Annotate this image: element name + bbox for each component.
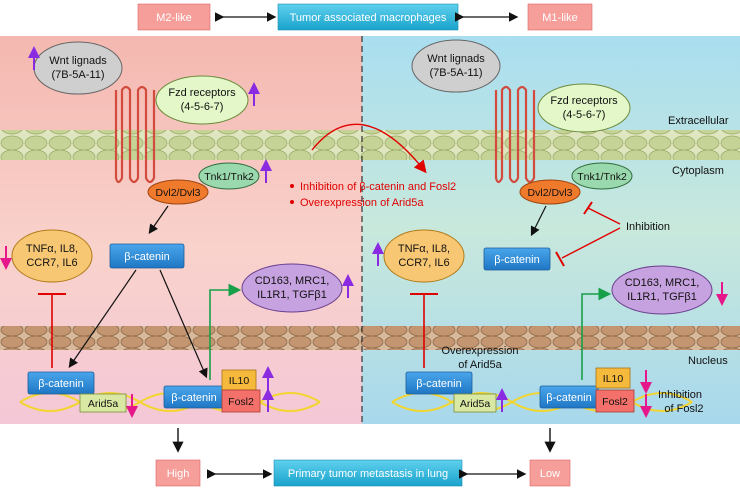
- inhibit-line-catenin: [561, 227, 621, 259]
- fzd-receptors-right: [537, 83, 631, 133]
- m1-like-box: [527, 3, 593, 31]
- beta-catenin-right-label: β-catenin: [494, 254, 539, 266]
- tnk-left: [198, 162, 260, 190]
- cd-right-line1: CD163, MRC1,: [625, 277, 700, 289]
- bullet-dot: [290, 184, 294, 188]
- fzd-receptors-left: [155, 75, 249, 125]
- il10-right: [595, 367, 631, 389]
- beta-catenin-left-nucleus-2-label: β-catenin: [171, 392, 216, 404]
- catenin-to-nucleus-left-arrow: [68, 269, 137, 368]
- center-note-1: Inhibition of β-catenin and Fosl2: [300, 181, 456, 193]
- arid5a-left-label: Arid5a: [88, 398, 119, 410]
- dvl-left-label: Dvl2/Dvl3: [156, 187, 201, 199]
- arid5a-left: [79, 393, 127, 413]
- bullet-dot: [290, 200, 294, 204]
- tnk-right: [571, 162, 633, 190]
- dvl-right: [519, 179, 581, 205]
- il10-right-label: IL10: [603, 373, 624, 385]
- fzd-right-line1: Fzd receptors: [550, 95, 618, 107]
- inhibition-fosl2-line1: Inhibition: [658, 389, 702, 401]
- tnf-left-line1: TNFα, IL8,: [26, 243, 78, 255]
- low-label: Low: [540, 468, 560, 480]
- center-note-2: Overexpression of Arid5a: [300, 197, 424, 209]
- cd-left-line2: IL1R1, TGFβ1: [257, 289, 327, 301]
- tam-box: [277, 3, 459, 31]
- inhibit-line-dvl: [587, 207, 621, 225]
- cd163-oval-left: [241, 263, 343, 313]
- fosl2-left-label: Fosl2: [228, 396, 254, 408]
- activation-arrow-right: [581, 287, 612, 380]
- tnf-right-line2: CCR7, IL6: [398, 257, 449, 269]
- tnk-right-label: Tnk1/Tnk2: [577, 171, 627, 183]
- catenin-to-nucleus-right-arrow: [159, 269, 208, 379]
- beta-catenin-right-nucleus-1-label: β-catenin: [416, 378, 461, 390]
- tnf-oval-right: [383, 229, 465, 283]
- arid5a-right-label: Arid5a: [460, 398, 491, 410]
- cd-right-line2: IL1R1, TGFβ1: [627, 291, 697, 303]
- center-transition-arrow: [311, 123, 427, 174]
- fosl2-left: [221, 389, 261, 413]
- high-box: [155, 459, 201, 487]
- fzd-receptor-left: [114, 85, 156, 184]
- il10-left-label: IL10: [229, 375, 250, 387]
- dvl-to-catenin-arrow-right: [530, 205, 547, 237]
- tnf-right-line1: TNFα, IL8,: [398, 243, 450, 255]
- tnf-left-line2: CCR7, IL6: [26, 257, 77, 269]
- beta-catenin-left-nucleus-1-label: β-catenin: [38, 378, 83, 390]
- fosl2-right: [595, 389, 635, 413]
- cell-membrane: [0, 130, 740, 160]
- beta-catenin-right-cytoplasm: [483, 247, 551, 271]
- high-label: High: [167, 468, 190, 480]
- beta-catenin-right-nucleus-1: [405, 371, 473, 395]
- activation-arrow-left: [209, 283, 242, 380]
- dvl-to-catenin-arrow: [148, 205, 169, 234]
- fzd-left-line2: (4-5-6-7): [181, 101, 224, 113]
- inhibit-bar-catenin: [555, 251, 565, 267]
- fzd-receptor-right: [494, 85, 536, 184]
- tnk-left-label: Tnk1/Tnk2: [204, 171, 254, 183]
- arid5a-right: [453, 393, 497, 413]
- wnt-ligand-left-line2: (7B-5A-11): [52, 69, 105, 81]
- m1-like-label: M1-like: [542, 12, 577, 24]
- nucleus-label: Nucleus: [688, 355, 728, 367]
- nuclear-membrane: [0, 326, 740, 350]
- cytoplasm-label: Cytoplasm: [672, 165, 724, 177]
- dvl-right-label: Dvl2/Dvl3: [528, 187, 573, 199]
- overexpression-line2: of Arid5a: [458, 359, 502, 371]
- wnt-ligand-right: [411, 39, 501, 93]
- beta-catenin-left-cytoplasm: [109, 243, 185, 269]
- metastasis-label: Primary tumor metastasis in lung: [288, 468, 448, 480]
- tnf-oval-left: [11, 229, 93, 283]
- inhibition-fosl2-line2: of Fosl2: [664, 403, 703, 415]
- beta-catenin-left-label: β-catenin: [124, 251, 169, 263]
- cd163-oval-right: [611, 265, 713, 315]
- extracellular-label: Extracellular: [668, 115, 729, 127]
- m2-like-label: M2-like: [156, 12, 191, 24]
- metastasis-box: [273, 459, 463, 487]
- inhibition-label: Inhibition: [626, 221, 670, 233]
- wnt-ligand-left-line1: Wnt lignads: [49, 55, 107, 67]
- beta-catenin-right-nucleus-2-label: β-catenin: [546, 392, 591, 404]
- inhibit-bar-dvl: [583, 201, 593, 215]
- wnt-right-line2: (7B-5A-11): [430, 67, 483, 79]
- tam-label: Tumor associated macrophages: [290, 12, 447, 24]
- m2-like-box: [137, 3, 211, 31]
- low-box: [529, 459, 571, 487]
- fzd-left-line1: Fzd receptors: [168, 87, 236, 99]
- beta-catenin-left-nucleus-1: [27, 371, 95, 395]
- overexpression-line1: Overexpression: [441, 345, 518, 357]
- wnt-right-line1: Wnt lignads: [427, 53, 485, 65]
- fosl2-right-label: Fosl2: [602, 396, 628, 408]
- cd-left-line1: CD163, MRC1,: [255, 275, 330, 287]
- fzd-right-line2: (4-5-6-7): [563, 109, 606, 121]
- wnt-ligand-left: [33, 41, 123, 95]
- dvl-left: [147, 179, 209, 205]
